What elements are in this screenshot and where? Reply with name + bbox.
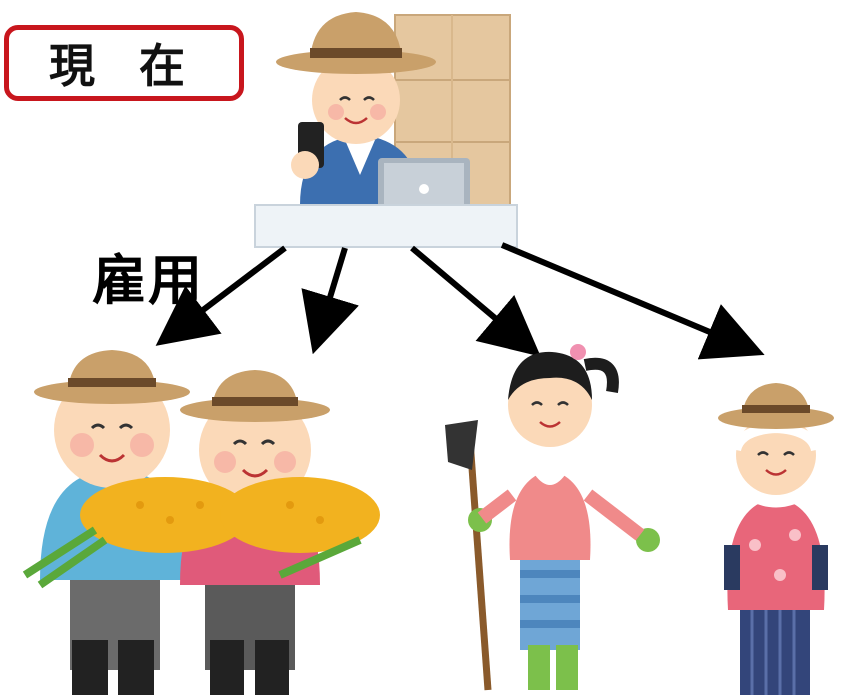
status-label: 現 在 (48, 39, 199, 93)
status-label-box: 現 在 (4, 25, 244, 101)
manager-figure (254, 12, 518, 248)
young-woman-figure (718, 383, 834, 695)
arrow-to-young-woman-hoe (410, 245, 541, 357)
employment-label: 雇用 (92, 249, 204, 312)
arrow-to-old-man (155, 245, 287, 346)
rice-bundles (22, 477, 380, 589)
young-woman-hoe-figure (445, 344, 660, 691)
employment-arrows (155, 242, 765, 360)
arrow-to-young-woman (500, 242, 765, 360)
arrow-to-old-woman (301, 247, 359, 355)
